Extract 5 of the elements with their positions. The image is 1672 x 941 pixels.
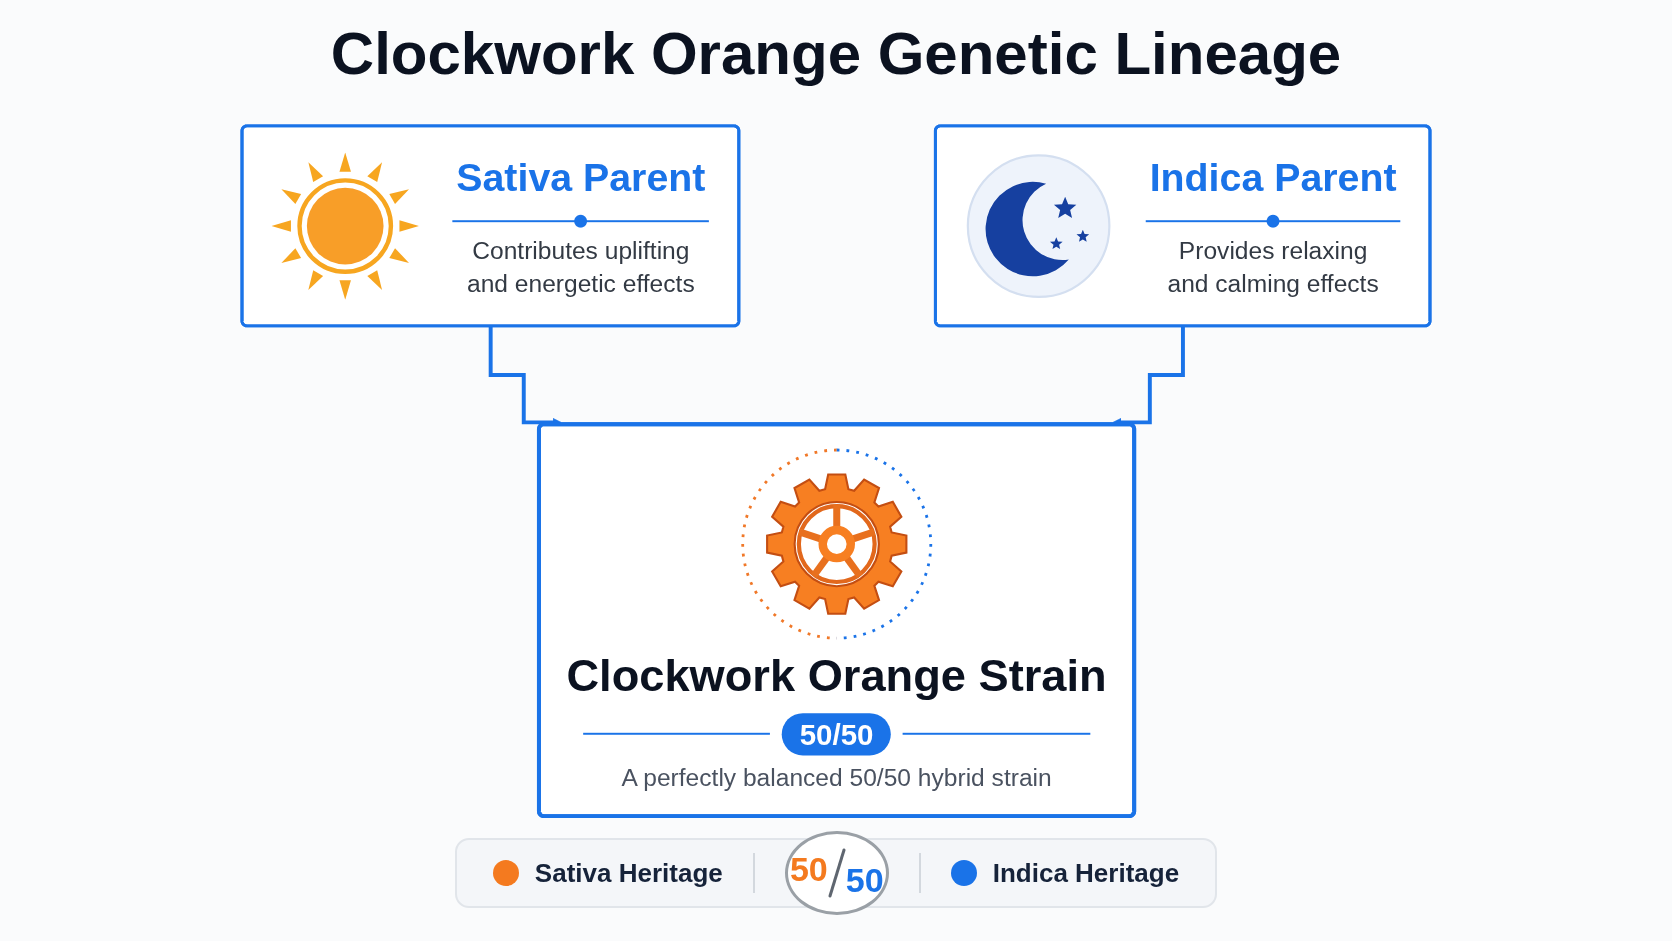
diagram-title: Clockwork Orange Genetic Lineage — [330, 19, 1342, 89]
legend-label: Sativa Heritage — [534, 857, 723, 889]
ratio-number: 50 — [789, 852, 828, 886]
legend-label: Indica Heritage — [992, 857, 1180, 889]
ratio-number: 50 — [845, 863, 884, 897]
